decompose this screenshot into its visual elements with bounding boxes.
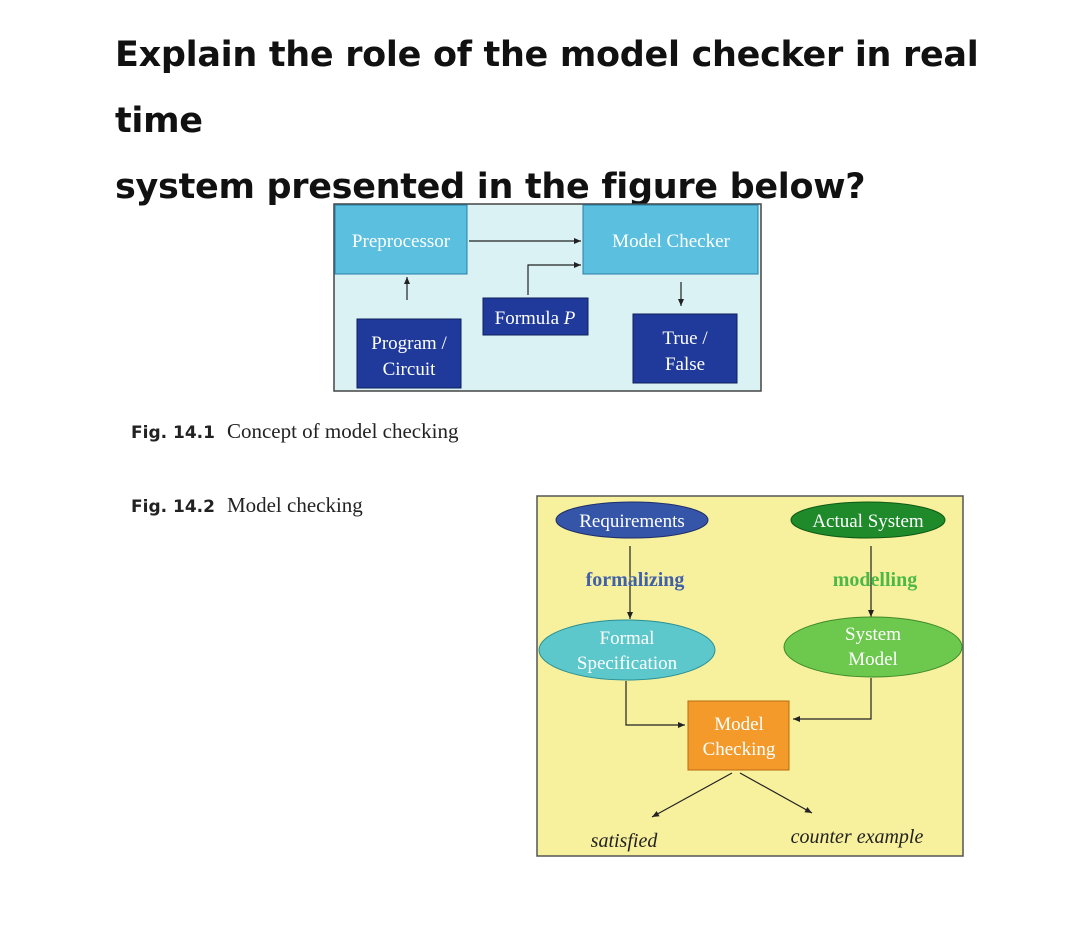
system-model-ellipse: System Model: [783, 616, 963, 678]
actual-system-label: Actual System: [812, 511, 924, 532]
arrow-checking-to-counter-example: [739, 772, 813, 814]
formal-spec-line-1: Formal: [600, 628, 655, 649]
figure-2-title: Model checking: [226, 493, 363, 517]
system-model-line-2: Model: [848, 649, 898, 670]
true-false-box: True / False: [632, 313, 738, 384]
figure-1-caption: Fig. 14.1 Concept of model checking: [131, 419, 458, 444]
program-label-line-2: Circuit: [383, 359, 436, 380]
result-label-line-2: False: [665, 354, 705, 375]
modelling-label: modelling: [833, 569, 917, 591]
model-checking-box: Model Checking: [687, 700, 790, 771]
program-label-line-1: Program /: [371, 333, 447, 354]
formula-box: Formula P: [482, 297, 589, 336]
preprocessor-box: Preprocessor: [334, 204, 468, 275]
requirements-label: Requirements: [579, 511, 685, 532]
system-model-line-1: System: [845, 624, 901, 645]
figure-2-caption: Fig. 14.2 Model checking: [131, 493, 363, 518]
formal-specification-ellipse: Formal Specification: [538, 619, 716, 681]
formula-label: Formula P: [495, 308, 576, 329]
figure-2-number: Fig. 14.2: [131, 497, 215, 517]
program-circuit-box: Program / Circuit: [356, 318, 462, 389]
arrow-checking-to-satisfied: [651, 772, 733, 818]
preprocessor-label: Preprocessor: [352, 231, 451, 252]
arrow-model-to-checking: [793, 678, 872, 722]
question-line-2: system presented in the figure below?: [115, 167, 866, 207]
requirements-ellipse: Requirements: [555, 501, 709, 539]
formal-spec-line-2: Specification: [577, 653, 678, 674]
arrow-formula-to-checker: [527, 262, 581, 295]
figure-1-title: Concept of model checking: [226, 419, 459, 443]
question-line-1: Explain the role of the model checker in…: [115, 35, 979, 141]
arrow-spec-to-checking: [625, 681, 685, 728]
formalizing-label: formalizing: [586, 569, 685, 591]
figure-1-diagram: Preprocessor Model Checker Formula P Pro…: [333, 203, 762, 392]
result-label-line-1: True /: [662, 328, 708, 349]
figure-1-number: Fig. 14.1: [131, 423, 215, 443]
formula-prefix: Formula: [495, 308, 564, 329]
actual-system-ellipse: Actual System: [790, 501, 946, 539]
figure-2-diagram: Requirements Actual System formalizing m…: [536, 495, 964, 857]
model-checking-line-2: Checking: [703, 739, 776, 760]
counter-example-label: counter example: [791, 826, 924, 848]
formula-variable: P: [563, 308, 576, 329]
model-checking-line-1: Model: [714, 714, 764, 735]
satisfied-label: satisfied: [591, 830, 659, 852]
model-checker-box: Model Checker: [582, 204, 759, 275]
question-text: Explain the role of the model checker in…: [115, 22, 1045, 220]
model-checker-label: Model Checker: [612, 231, 730, 252]
